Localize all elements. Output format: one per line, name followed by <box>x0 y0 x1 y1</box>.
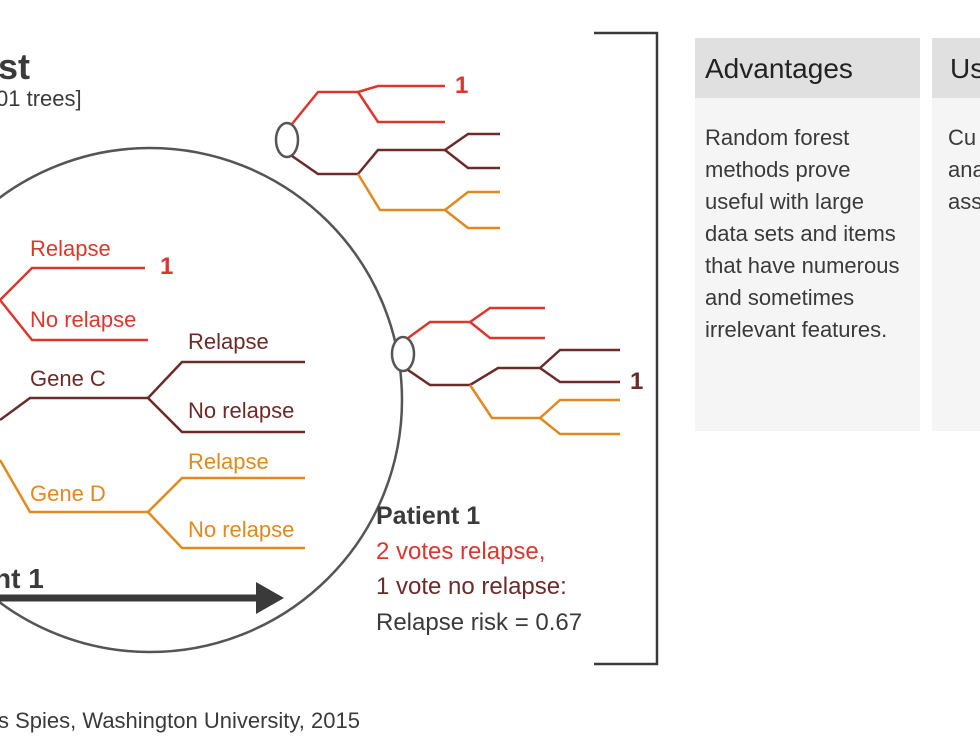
branch-gene-d <box>0 459 148 514</box>
diagram-subtitle: 01 trees] <box>0 86 82 111</box>
tree-2-root-node <box>390 335 416 373</box>
uses-panel-header: Us <box>932 38 980 98</box>
branch-gene-c-relapse <box>147 360 305 399</box>
advantages-panel: Advantages Random forest methods prove u… <box>695 38 920 431</box>
label-gene-c-relapse: Relapse <box>188 329 269 354</box>
image-credit: s Spies, Washington University, 2015 <box>0 708 360 733</box>
branch-relapse-top <box>0 266 145 301</box>
patient-votes-no-relapse: 1 vote no relapse: <box>376 573 567 600</box>
patient-title: Patient 1 <box>376 502 481 530</box>
branch-gene-d-relapse <box>147 476 305 513</box>
branch-gene-c <box>0 396 148 422</box>
branch-gene-d-no-relapse <box>147 511 305 550</box>
advantages-panel-header: Advantages <box>695 38 920 98</box>
label-gene-d: Gene D <box>30 481 106 506</box>
branch-no-relapse-top <box>0 299 148 342</box>
uses-heading: Us <box>950 53 980 84</box>
label-no-relapse-top: No relapse <box>30 307 137 332</box>
advantages-heading: Advantages <box>705 53 853 84</box>
diagram-title: st <box>0 46 31 87</box>
arrow-label: nt 1 <box>0 563 44 594</box>
tree-1-root-node <box>274 121 300 159</box>
patient-votes-relapse: 2 votes relapse, <box>376 538 546 565</box>
uses-body: Cu ana ass <box>948 125 980 214</box>
label-relapse-top: Relapse <box>30 236 111 261</box>
label-gene-d-no-relapse: No relapse <box>188 517 295 542</box>
label-gene-c-no-relapse: No relapse <box>188 398 295 423</box>
vote-relapse-top: 1 <box>160 253 174 280</box>
forest-circle <box>0 146 404 654</box>
tree-1-vote: 1 <box>455 72 469 99</box>
label-gene-c: Gene C <box>30 366 106 391</box>
bracket <box>594 31 659 666</box>
label-gene-d-relapse: Relapse <box>188 449 269 474</box>
branch-gene-c-no-relapse <box>147 397 305 434</box>
uses-panel: Us Cu ana ass <box>932 38 980 431</box>
tree-2-vote: 1 <box>630 368 644 395</box>
advantages-body: Random forest methods prove useful with … <box>705 125 900 342</box>
patient-relapse-risk: Relapse risk = 0.67 <box>376 609 583 636</box>
arrow-head <box>256 582 284 614</box>
